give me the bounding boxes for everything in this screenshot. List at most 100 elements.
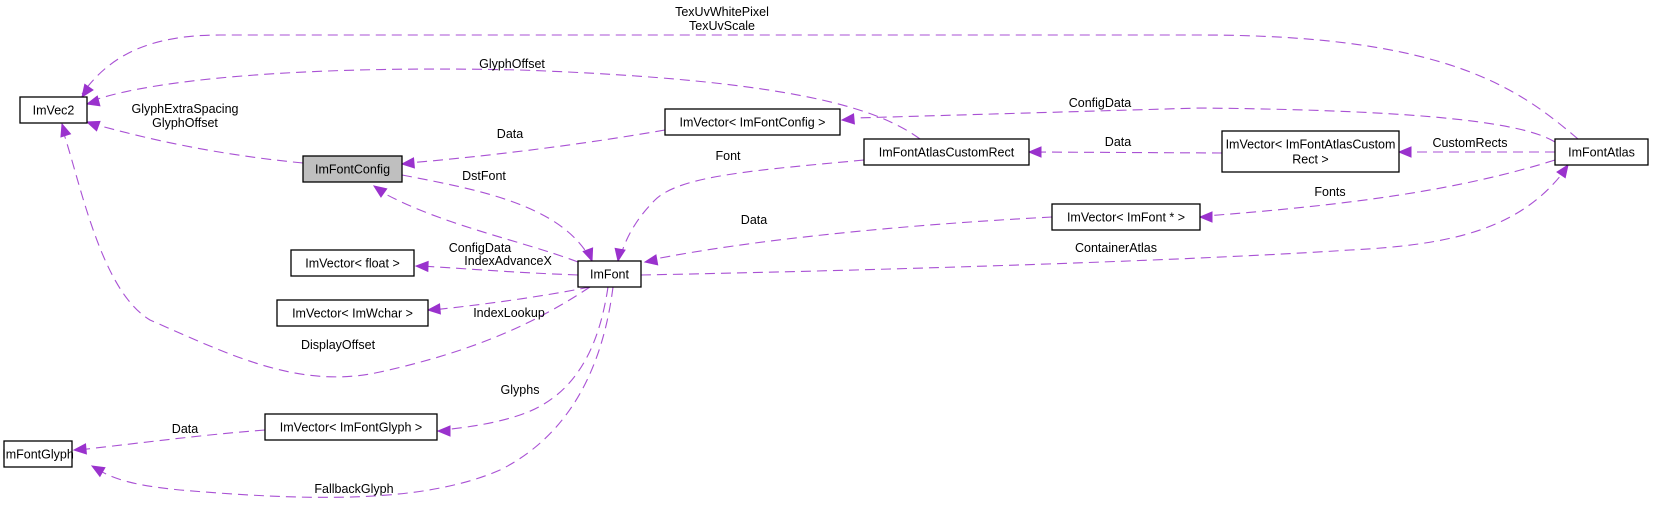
node-label: ImVector< ImWchar > <box>292 307 413 321</box>
edge-label: ConfigData <box>1069 96 1132 110</box>
edge-imfont-to-imvectorglyph <box>436 286 609 437</box>
edge-imfont-to-imvectorwchar <box>426 286 591 315</box>
edge-label: Font <box>715 149 741 163</box>
arrowhead-icon <box>85 95 101 107</box>
arrowhead-icon <box>414 260 429 273</box>
edge-line <box>619 159 865 259</box>
arrowhead-icon <box>1556 163 1569 179</box>
node-label: ImVector< ImFontConfig > <box>680 116 826 130</box>
edge-label: DisplayOffset <box>301 338 376 352</box>
edge-line <box>640 169 1566 276</box>
node-imvectorwchar[interactable]: ImVector< ImWchar > <box>276 299 429 327</box>
node-label: ImFontAtlas <box>1568 146 1635 160</box>
node-label: ImFont <box>590 268 629 282</box>
node-box[interactable] <box>1221 130 1400 173</box>
node-label: Rect > <box>1292 153 1328 167</box>
edge-imvectorglyph-to-imfontglyph <box>72 429 266 455</box>
arrowhead-icon <box>426 303 441 315</box>
node-imvectorfontptr[interactable]: ImVector< ImFont * > <box>1051 203 1201 231</box>
edge-label: Data <box>172 422 198 436</box>
node-imfont[interactable]: ImFont <box>577 260 642 288</box>
edge-line <box>61 127 591 378</box>
edge-imfont-to-imvectorfloat <box>414 260 579 276</box>
arrowhead-icon <box>614 247 626 263</box>
edge-label: CustomRects <box>1432 136 1507 150</box>
arrowhead-icon <box>400 157 415 169</box>
arrowhead-icon <box>81 83 94 99</box>
node-label: ImFontGlyph <box>2 448 74 462</box>
node-box[interactable] <box>290 249 415 277</box>
arrowhead-icon <box>85 120 101 132</box>
edge-imfontconfig-to-imvec2 <box>85 120 304 164</box>
edge-label: ContainerAtlas <box>1075 241 1157 255</box>
edge-label: FallbackGlyph <box>314 482 393 496</box>
edge-line <box>1204 159 1556 217</box>
node-imvectorfontconfig[interactable]: ImVector< ImFontConfig > <box>664 108 841 136</box>
node-label: ImFontConfig <box>315 163 390 177</box>
edge-line <box>377 189 579 263</box>
edge-line <box>1032 151 1223 154</box>
edge-imfont-to-imvec2 <box>60 122 591 378</box>
arrowhead-icon <box>372 185 388 198</box>
edge-imfontatlas-to-imvectorcustomrect <box>1397 146 1555 158</box>
edge-labels-layer: TexUvWhitePixelTexUvScaleGlyphOffsetGlyp… <box>131 5 1507 496</box>
arrowhead-icon <box>1397 146 1412 158</box>
edge-imfontatlas-to-imvec2 <box>81 34 1579 140</box>
arrowhead-icon <box>1198 211 1213 223</box>
edge-label: TexUvWhitePixel <box>675 5 769 19</box>
edge-label: Data <box>741 213 767 227</box>
node-box[interactable] <box>577 260 642 288</box>
edge-imvectorcustomrect-to-imfontatlascustomrect <box>1027 146 1223 158</box>
arrowhead-icon <box>72 443 87 455</box>
edge-line <box>89 122 304 164</box>
node-imvec2[interactable]: ImVec2 <box>19 96 88 124</box>
arrowhead-icon <box>840 113 855 125</box>
edge-label: DstFont <box>462 169 506 183</box>
edge-imfontatlas-to-imvectorfontconfig <box>840 107 1556 143</box>
edge-imfontconfig-to-imfont <box>401 174 594 263</box>
edge-line <box>407 129 666 164</box>
node-imvectorglyph[interactable]: ImVector< ImFontGlyph > <box>264 413 438 441</box>
node-box[interactable] <box>3 440 73 468</box>
node-label: ImVector< float > <box>305 257 400 271</box>
node-imfontatlas[interactable]: ImFontAtlas <box>1554 138 1649 166</box>
node-box[interactable] <box>664 108 841 136</box>
node-imvectorcustomrect[interactable]: ImVector< ImFontAtlasCustomRect > <box>1221 130 1400 173</box>
edge-line <box>419 265 579 276</box>
arrowhead-icon <box>1027 146 1042 158</box>
edge-imfontatlascustomrect-to-imfont <box>614 159 865 263</box>
edge-imfontatlascustomrect-to-imvec2 <box>85 68 921 140</box>
node-label: ImFontAtlasCustomRect <box>879 146 1015 160</box>
node-imfontatlascustomrect[interactable]: ImFontAtlasCustomRect <box>863 138 1030 166</box>
edges-layer <box>60 34 1579 498</box>
arrowhead-icon <box>60 122 72 138</box>
node-box[interactable] <box>19 96 88 124</box>
edge-line <box>649 216 1053 261</box>
node-imfontglyph[interactable]: ImFontGlyph <box>2 440 74 468</box>
edge-line <box>93 286 614 498</box>
node-label: ImVector< ImFontAtlasCustom <box>1226 138 1396 152</box>
edge-imvectorfontptr-to-imfont <box>643 216 1053 266</box>
node-box[interactable] <box>1554 138 1649 166</box>
edge-label: Data <box>1105 135 1131 149</box>
edge-label: IndexLookup <box>473 306 545 320</box>
node-box[interactable] <box>1051 203 1201 231</box>
edge-line <box>81 34 1579 140</box>
edge-label: Fonts <box>1314 185 1345 199</box>
edge-imfont-to-imfontatlas <box>640 163 1569 276</box>
node-box[interactable] <box>863 138 1030 166</box>
edge-label: GlyphOffset <box>152 116 218 130</box>
edge-imfont-to-imfontconfig <box>372 185 579 263</box>
edge-label: IndexAdvanceX <box>464 254 552 268</box>
node-box[interactable] <box>276 299 429 327</box>
edge-label: ConfigData <box>449 241 512 255</box>
edge-imfont-to-imfontglyph <box>90 286 614 498</box>
node-box[interactable] <box>302 155 403 183</box>
node-label: ImVec2 <box>33 104 75 118</box>
node-imvectorfloat[interactable]: ImVector< float > <box>290 249 415 277</box>
edge-imvectorfontconfig-to-imfontconfig <box>400 129 666 169</box>
node-box[interactable] <box>264 413 438 441</box>
node-imfontconfig[interactable]: ImFontConfig <box>302 155 403 183</box>
